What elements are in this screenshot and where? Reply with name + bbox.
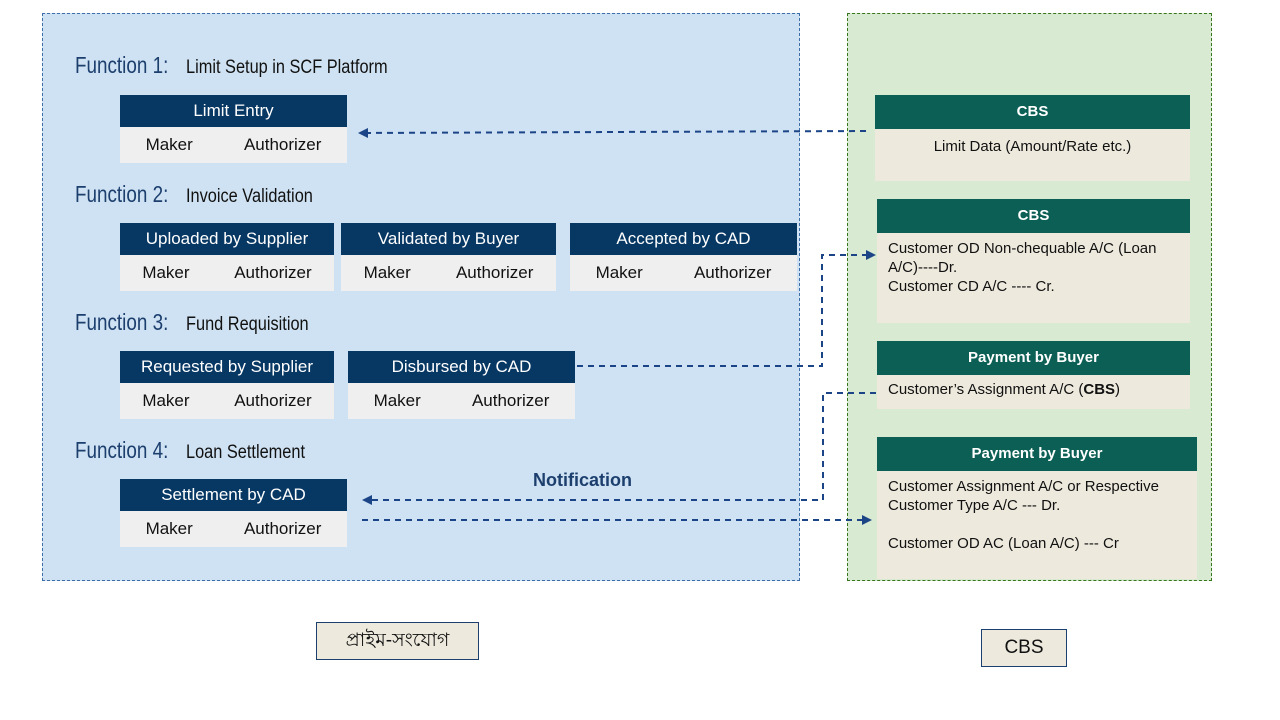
maker-label: Maker	[145, 135, 193, 154]
function-2-heading: Function 2: Invoice Validation	[75, 181, 334, 208]
cbs-limit-data-box: CBS Limit Data (Amount/Rate etc.)	[875, 95, 1190, 181]
cbs-debit-line: Customer OD Non-chequable A/C (Loan A/C)…	[888, 240, 1157, 276]
notification-label: Notification	[533, 470, 632, 490]
function-3-heading: Function 3: Fund Requisition	[75, 309, 329, 336]
maker-label: Maker	[373, 391, 421, 410]
box-roles: Maker Authorizer	[341, 255, 556, 291]
assignment-bold-text: CBS	[1083, 381, 1116, 398]
box-roles: Maker Authorizer	[348, 383, 575, 419]
assignment-text: Customer’s Assignment A/C (	[888, 381, 1084, 398]
maker-label: Maker	[595, 263, 643, 282]
cbs-credit-line: Customer CD A/C ---- Cr.	[888, 278, 1055, 295]
notification-arrow	[362, 392, 876, 505]
accepted-by-cad-box: Accepted by CAD Maker Authorizer	[570, 223, 797, 291]
disbursed-by-cad-box: Disbursed by CAD Maker Authorizer	[348, 351, 575, 419]
function-number: Function 1:	[75, 52, 169, 78]
cbs-box-title: Payment by Buyer	[877, 341, 1190, 375]
settlement-by-cad-box: Settlement by CAD Maker Authorizer	[120, 479, 347, 547]
box-title: Accepted by CAD	[570, 223, 797, 255]
limit-data-arrow	[358, 127, 867, 138]
authorizer-label: Authorizer	[243, 519, 322, 538]
assignment-suffix: )	[1115, 381, 1121, 398]
payment-by-buyer-settlement-box: Payment by Buyer Customer Assignment A/C…	[877, 437, 1197, 579]
function-number: Function 2:	[75, 181, 169, 207]
authorizer-label: Authorizer	[243, 135, 322, 154]
box-roles: Maker Authorizer	[120, 127, 347, 163]
authorizer-label: Authorizer	[471, 391, 550, 410]
function-title: Fund Requisition	[186, 314, 309, 335]
box-title: Validated by Buyer	[341, 223, 556, 255]
cbs-box-title: Payment by Buyer	[877, 437, 1197, 471]
box-title: Disbursed by CAD	[348, 351, 575, 383]
legend-prime-songjog: প্রাইম-সংযোগ	[316, 622, 479, 660]
authorizer-label: Authorizer	[234, 391, 312, 410]
function-number: Function 4:	[75, 437, 169, 463]
cbs-box-text: Customer’s Assignment A/C (CBS)	[877, 375, 1190, 405]
function-title: Invoice Validation	[186, 186, 313, 207]
function-title: Limit Setup in SCF Platform	[186, 57, 388, 78]
maker-label: Maker	[142, 263, 190, 282]
maker-label: Maker	[363, 263, 411, 282]
authorizer-label: Authorizer	[455, 263, 534, 282]
limit-entry-box: Limit Entry Maker Authorizer	[120, 95, 347, 163]
requested-by-supplier-box: Requested by Supplier Maker Authorizer	[120, 351, 334, 419]
cbs-box-text: Limit Data (Amount/Rate etc.)	[933, 138, 1132, 155]
maker-label: Maker	[142, 391, 190, 410]
function-1-heading: Function 1: Limit Setup in SCF Platform	[75, 52, 420, 79]
cbs-box-title: CBS	[877, 199, 1190, 233]
box-title: Limit Entry	[120, 95, 347, 127]
cbs-box-text: Customer OD Non-chequable A/C (Loan A/C)…	[877, 233, 1190, 302]
cbs-debit-line: Customer Assignment A/C or Respective Cu…	[888, 478, 1159, 514]
disbursement-arrow	[577, 250, 876, 367]
authorizer-label: Authorizer	[693, 263, 772, 282]
authorizer-label: Authorizer	[234, 263, 312, 282]
box-roles: Maker Authorizer	[120, 383, 334, 419]
box-title: Uploaded by Supplier	[120, 223, 334, 255]
cbs-credit-line: Customer OD AC (Loan A/C) --- Cr	[888, 535, 1119, 552]
function-number: Function 3:	[75, 309, 169, 335]
cbs-disbursement-box: CBS Customer OD Non-chequable A/C (Loan …	[877, 199, 1190, 323]
uploaded-by-supplier-box: Uploaded by Supplier Maker Authorizer	[120, 223, 334, 291]
legend-cbs: CBS	[981, 629, 1067, 667]
payment-by-buyer-box: Payment by Buyer Customer’s Assignment A…	[877, 341, 1190, 409]
maker-label: Maker	[145, 519, 193, 538]
function-4-heading: Function 4: Loan Settlement	[75, 437, 324, 464]
cbs-box-title: CBS	[875, 95, 1190, 129]
box-title: Settlement by CAD	[120, 479, 347, 511]
function-title: Loan Settlement	[186, 442, 306, 463]
box-title: Requested by Supplier	[120, 351, 334, 383]
box-roles: Maker Authorizer	[120, 255, 334, 291]
box-roles: Maker Authorizer	[120, 511, 347, 547]
box-roles: Maker Authorizer	[570, 255, 797, 291]
validated-by-buyer-box: Validated by Buyer Maker Authorizer	[341, 223, 556, 291]
cbs-box-text: Customer Assignment A/C or Respective Cu…	[877, 471, 1197, 559]
